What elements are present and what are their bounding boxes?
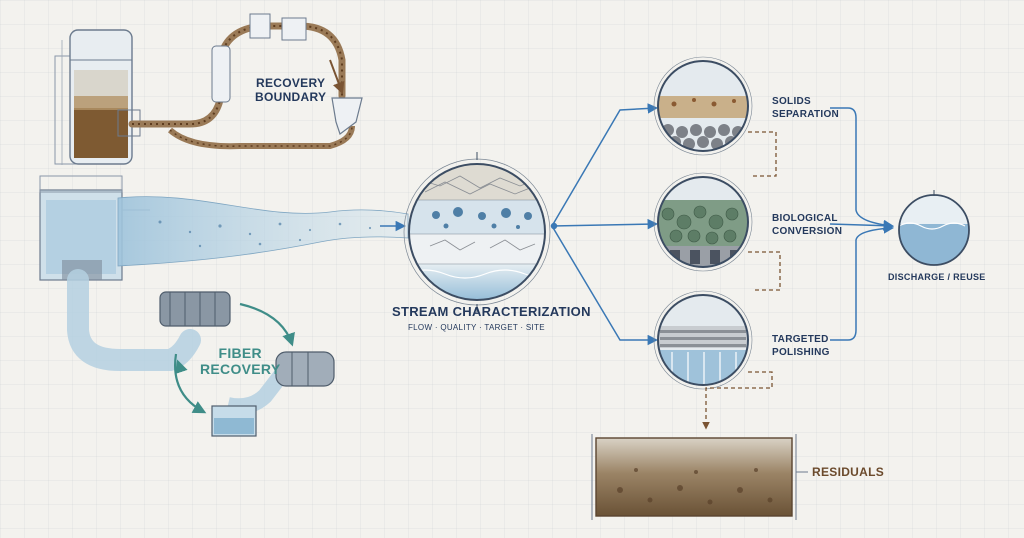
- drum-filter-icon: [159, 291, 335, 387]
- residuals-basin: [591, 434, 808, 520]
- solids-separation-label: SOLIDS SEPARATION: [772, 95, 839, 121]
- branch-lines: [550, 103, 659, 346]
- discharge-lens: [898, 190, 970, 266]
- polish-line2: POLISHING: [772, 347, 830, 358]
- bio-line2: CONVERSION: [772, 226, 843, 237]
- targeted-polishing-lens: [653, 290, 753, 390]
- stream-characterization-lens: [403, 152, 551, 312]
- fiber-recovery-line1: FIBER: [218, 345, 262, 361]
- recovery-boundary-line2: BOUNDARY: [255, 90, 327, 104]
- polish-line1: TARGETED: [772, 334, 829, 345]
- settling-basin-icon: [211, 405, 257, 437]
- recovery-loop-pipe: [128, 22, 355, 150]
- stream-title: STREAM CHARACTERIZATION: [392, 304, 591, 319]
- inflow-headbox: [39, 175, 150, 281]
- biological-conversion-label: BIOLOGICAL CONVERSION: [772, 212, 842, 238]
- stream-subtitle: FLOW · QUALITY · TARGET · SITE: [408, 323, 545, 332]
- discharge-reuse-label: DISCHARGE / REUSE: [888, 272, 986, 282]
- solids-separation-lens: [653, 56, 753, 156]
- reactor-tank-icon: [54, 29, 141, 165]
- targeted-polishing-label: TARGETED POLISHING: [772, 333, 830, 359]
- fiber-loop-pipe: [67, 269, 201, 371]
- water-stream: [117, 196, 409, 267]
- solids-line2: SEPARATION: [772, 109, 840, 120]
- cyclone-separator-icon: [211, 13, 363, 135]
- fiber-recovery-line2: RECOVERY: [200, 361, 281, 377]
- recovery-boundary-label: RECOVERY BOUNDARY: [255, 76, 326, 104]
- biological-conversion-lens: [653, 172, 753, 272]
- bio-line1: BIOLOGICAL: [772, 213, 838, 224]
- recovery-boundary-line1: RECOVERY: [255, 76, 326, 90]
- residuals-label: RESIDUALS: [812, 465, 885, 479]
- discharge-lines: [829, 107, 895, 341]
- solids-line1: SOLIDS: [772, 96, 812, 107]
- residual-dashed-lines: [702, 131, 781, 430]
- fiber-recovery-label: FIBER RECOVERY: [200, 345, 280, 377]
